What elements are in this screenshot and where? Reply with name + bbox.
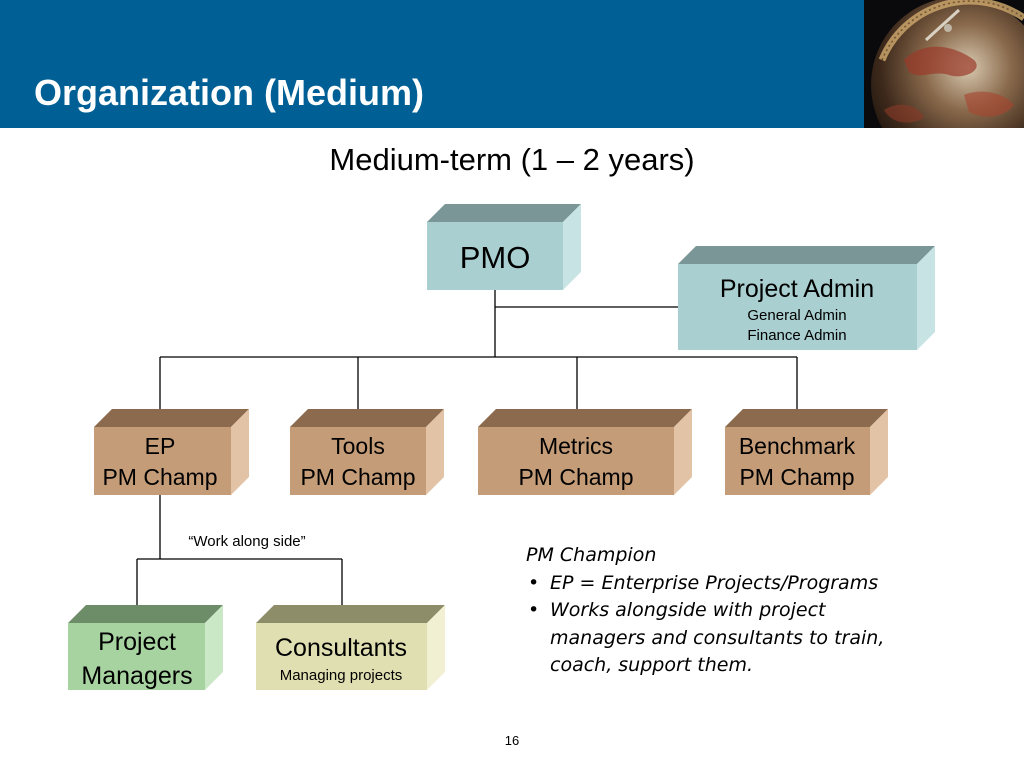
note-item-1: • EP = Enterprise Projects/Programs	[526, 570, 966, 598]
connector-lines	[136, 290, 798, 623]
tools-role-label: PM Champ	[300, 464, 415, 490]
notes-heading: PM Champion	[526, 544, 657, 566]
note-line: managers and consultants to train,	[550, 626, 885, 649]
consultants-sub-label: Managing projects	[280, 667, 403, 684]
pmo-label: PMO	[460, 240, 531, 275]
note-item-2: • Works alongside with project managers …	[526, 597, 966, 680]
consultants-label: Consultants	[275, 634, 407, 662]
benchmark-box: Benchmark PM Champ	[725, 409, 888, 495]
project-managers-line1: Project	[98, 628, 176, 656]
note-line: coach, support them.	[550, 654, 753, 676]
project-managers-box: Project Managers	[68, 605, 223, 690]
general-admin-label: General Admin	[747, 307, 846, 324]
page-number: 16	[504, 733, 520, 748]
ep-role-label: PM Champ	[102, 464, 217, 490]
project-admin-box: Project Admin General Admin Finance Admi…	[678, 246, 935, 350]
finance-admin-label: Finance Admin	[747, 327, 846, 344]
metrics-role-label: PM Champ	[518, 464, 633, 490]
slide-subtitle: Medium-term (1 – 2 years)	[329, 142, 695, 177]
note-line: EP = Enterprise Projects/Programs	[550, 571, 879, 594]
benchmark-label: Benchmark	[739, 433, 856, 459]
tools-label: Tools	[331, 433, 385, 459]
ep-label: EP	[145, 433, 176, 459]
tools-box: Tools PM Champ	[290, 409, 444, 495]
project-admin-label: Project Admin	[720, 275, 874, 303]
bullet-icon: •	[528, 571, 540, 594]
slide-title: Organization (Medium)	[34, 72, 424, 113]
pm-champion-notes: PM Champion • EP = Enterprise Projects/P…	[526, 542, 966, 680]
pmo-box: PMO	[427, 204, 581, 290]
consultants-box: Consultants Managing projects	[256, 605, 445, 690]
bullet-icon: •	[528, 599, 540, 621]
metrics-label: Metrics	[539, 433, 613, 459]
title-bar: Organization (Medium)	[0, 0, 864, 128]
project-managers-line2: Managers	[81, 662, 192, 690]
work-along-side-label: “Work along side”	[188, 533, 305, 550]
benchmark-role-label: PM Champ	[739, 464, 854, 490]
note-line: Works alongside with project	[550, 599, 826, 621]
ep-box: EP PM Champ	[94, 409, 249, 495]
metrics-box: Metrics PM Champ	[478, 409, 692, 495]
globe-image	[864, 0, 1024, 128]
